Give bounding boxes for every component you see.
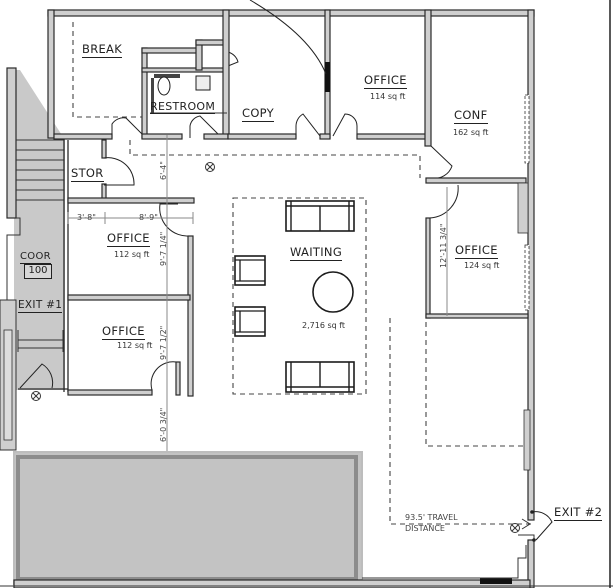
door-swing-arc [249,0,327,75]
exit-sign-icons [31,162,520,533]
room-area-waiting: 2,716 sq ft [302,321,346,330]
room-label-stor: STOR [71,166,104,182]
room-label-break: BREAK [82,42,123,58]
room-label-conf: CONF [454,108,488,124]
room-area-office-left-upper: 112 sq ft [114,250,150,259]
waiting-dash-boundary [232,197,367,395]
room-label-office-right: OFFICE [455,243,498,259]
room-area-office-right: 124 sq ft [464,261,500,270]
exterior-wall-left-upper [6,67,17,219]
armchair-upper [234,255,266,286]
dim-v-office-lower: 9'-7 1/2" [159,325,168,360]
corridor-number-badge: 100 [24,264,52,279]
room-label-office-top: OFFICE [364,73,407,89]
break-dash-boundary [72,22,143,118]
dim-v-office-upper: 9'-7 1/4" [159,231,168,266]
sofa-top [285,200,355,232]
stair-treads [16,139,64,201]
stair-shading [14,70,65,390]
exit-2-label: EXIT #2 [554,505,603,521]
room-label-office-left-upper: OFFICE [107,231,150,247]
travel-distance-path [389,318,532,525]
dim-v-top: 6'-4" [159,161,168,180]
travel-distance-line2: DISTANCE [405,524,445,533]
room-label-copy: COPY [242,106,274,122]
room-label-waiting: WAITING [290,245,343,261]
dim-h-right: 8'-9" [139,213,158,222]
exit-2-door [531,511,553,541]
exterior-wall-top [47,9,535,17]
sofa-bottom [285,361,355,393]
room-area-office-top: 114 sq ft [370,92,406,101]
travel-distance-line1: 93.5' TRAVEL [405,513,458,522]
room-label-restroom: RESTROOM [150,100,216,114]
corridor-label: COOR [20,251,51,264]
exit-1-label: EXIT #1 [18,299,63,313]
dim-h-left: 3'-8" [77,213,96,222]
armchair-lower [234,306,266,337]
dim-v-office-right: 12'-11 3/4" [439,223,448,268]
room-area-office-left-lower: 112 sq ft [117,341,153,350]
room-area-conf: 162 sq ft [453,128,489,137]
dim-v-bottom: 6'-0 3/4" [159,407,168,442]
round-table [312,271,354,313]
adjacent-space-block [13,451,363,585]
room-label-office-left-lower: OFFICE [102,324,145,340]
